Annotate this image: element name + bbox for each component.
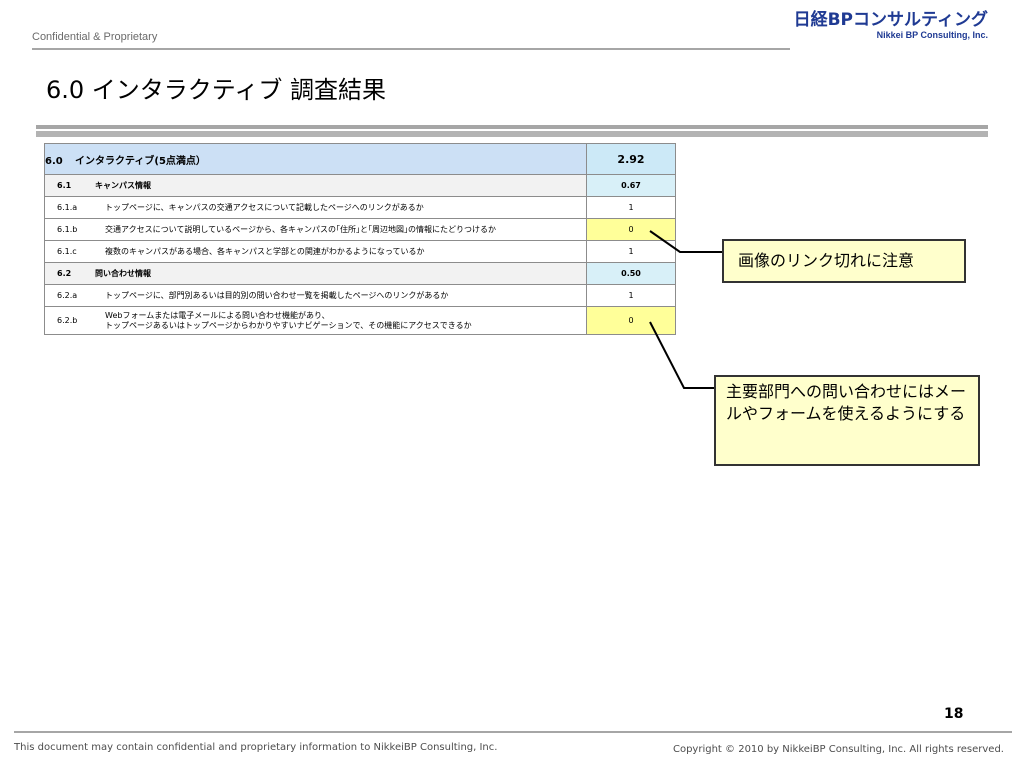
table-row: 6.2.b Webフォームまたは電子メールによる問い合わせ機能があり、トップページ… — [44, 306, 676, 335]
row-label-line1: Webフォームまたは電子メールによる問い合わせ機能があり、 — [105, 310, 330, 320]
row-code: 6.2.b — [57, 316, 78, 325]
score-cell: 1 — [586, 196, 676, 219]
row-label: 問い合わせ情報 — [95, 269, 151, 278]
row-code: 6.0 — [45, 155, 63, 167]
score-cell: 0.67 — [586, 174, 676, 197]
table-row: 6.1.a トップページに、キャンパスの交通アクセスについて記載したページへのリン… — [44, 196, 676, 219]
item-label-cell: 6.2.a トップページに、部門別あるいは目的別の問い合わせ一覧を掲載したページへ… — [44, 284, 587, 307]
header-divider — [32, 48, 790, 50]
score-cell: 1 — [586, 284, 676, 307]
logo-sub-text: Nikkei BP Consulting, Inc. — [876, 30, 988, 40]
row-code: 6.2.a — [57, 291, 78, 300]
row-code: 6.1 — [57, 181, 72, 190]
score-cell-highlighted: 0 — [586, 306, 676, 335]
item-label-cell: 6.1.a トップページに、キャンパスの交通アクセスについて記載したページへのリン… — [44, 196, 587, 219]
row-code: 6.1.b — [57, 225, 78, 234]
row-code: 6.1.c — [57, 247, 77, 256]
row-label: 複数のキャンパスがある場合、各キャンパスと学部との関連がわかるようになっているか — [105, 247, 425, 256]
row-label: トップページに、キャンパスの交通アクセスについて記載したページへのリンクがあるか — [105, 203, 424, 212]
table-row: 6.1 キャンパス情報 0.67 — [44, 174, 676, 197]
item-label-cell: 6.1.b 交通アクセスについて説明しているページから、各キャンパスの｢住所｣と｢… — [44, 218, 587, 241]
title-band-lower — [36, 131, 988, 137]
callout-broken-link: 画像のリンク切れに注意 — [722, 239, 966, 283]
title-band-upper — [36, 125, 988, 129]
page-title: 6.0 インタラクティブ 調査結果 — [46, 76, 386, 104]
row-code: 6.2 — [57, 269, 72, 278]
company-logo: 日経BPコンサルティング Nikkei BP Consulting, Inc. — [794, 10, 988, 40]
callout-contact-form: 主要部門への問い合わせにはメールやフォームを使えるようにする — [714, 375, 980, 466]
row-label: 交通アクセスについて説明しているページから、各キャンパスの｢住所｣と｢周辺地図｣… — [105, 225, 497, 234]
section-label-cell: 6.1 キャンパス情報 — [44, 174, 587, 197]
logo-main-text: 日経BPコンサルティング — [793, 10, 988, 30]
item-label-cell: 6.1.c 複数のキャンパスがある場合、各キャンパスと学部との関連がわかるようにな… — [44, 240, 587, 263]
page-number: 18 — [944, 706, 964, 722]
row-label: トップページに、部門別あるいは目的別の問い合わせ一覧を掲載したページへのリンクが… — [105, 291, 449, 300]
row-label: Webフォームまたは電子メールによる問い合わせ機能があり、トップページあるいはト… — [105, 311, 472, 331]
row-label: インタラクティブ(5点満点） — [75, 155, 206, 167]
section-label-cell: 6.2 問い合わせ情報 — [44, 262, 587, 285]
confidential-label: Confidential & Proprietary — [32, 31, 158, 43]
footer-copyright: Copyright © 2010 by NikkeiBP Consulting,… — [672, 744, 1004, 755]
footer-divider — [14, 731, 1012, 733]
score-cell-highlighted: 0 — [586, 218, 676, 241]
table-row: 6.1.c 複数のキャンパスがある場合、各キャンパスと学部との関連がわかるようにな… — [44, 240, 676, 263]
table-row: 6.1.b 交通アクセスについて説明しているページから、各キャンパスの｢住所｣と｢… — [44, 218, 676, 241]
score-cell: 0.50 — [586, 262, 676, 285]
header-label-cell: 6.0 インタラクティブ(5点満点） — [44, 143, 587, 175]
header-score-cell: 2.92 — [586, 143, 676, 175]
row-label-line2: トップページあるいはトップページからわかりやすいナビゲーションで、その機能にアク… — [105, 320, 472, 330]
item-label-cell: 6.2.b Webフォームまたは電子メールによる問い合わせ機能があり、トップページ… — [44, 306, 587, 335]
table-row: 6.2.a トップページに、部門別あるいは目的別の問い合わせ一覧を掲載したページへ… — [44, 284, 676, 307]
score-cell: 1 — [586, 240, 676, 263]
table-row: 6.2 問い合わせ情報 0.50 — [44, 262, 676, 285]
row-code: 6.1.a — [57, 203, 78, 212]
row-label: キャンパス情報 — [95, 181, 151, 190]
footer-disclaimer: This document may contain confidential a… — [14, 742, 498, 753]
table-header-row: 6.0 インタラクティブ(5点満点） 2.92 — [44, 143, 676, 175]
survey-results-table: 6.0 インタラクティブ(5点満点） 2.92 6.1 キャンパス情報 0.67 6… — [44, 143, 676, 335]
